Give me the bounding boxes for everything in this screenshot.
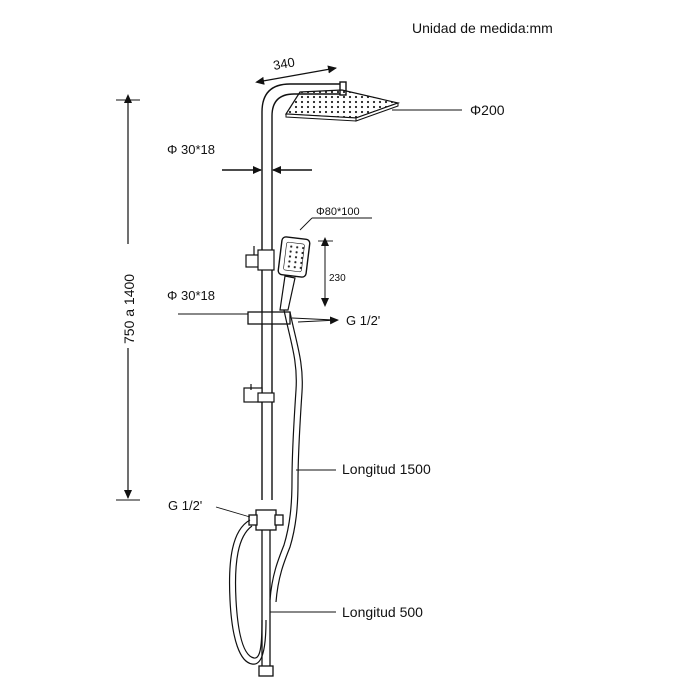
hand-shower-size-label: Φ80*100 (316, 206, 360, 218)
hand-shower-hose-outer (275, 311, 303, 603)
hand-shower-drop-dimension: 230 (318, 237, 346, 307)
hand-shower-drop-label: 230 (329, 273, 346, 284)
lower-slide-bracket (243, 384, 275, 403)
upper-pipe-diameter-label: Φ 30*18 (167, 142, 215, 157)
lower-pipe-diameter-label: Φ 30*18 (167, 288, 215, 303)
supply-hose-loop-outer (234, 525, 263, 659)
rain-head-diameter-callout: Φ200 (392, 102, 505, 118)
arm-length-dimension: 340 (255, 54, 337, 85)
rain-head-diameter-label: Φ200 (470, 102, 505, 118)
outlet-thread-callout: G 1/2' (291, 313, 380, 328)
arm-length-label: 340 (272, 54, 296, 73)
inlet-thread-callout: G 1/2' (168, 498, 251, 518)
inlet-mixer (248, 509, 284, 540)
riser-pipe (261, 81, 347, 500)
upper-pipe-diameter-dimension: Φ 30*18 (167, 142, 312, 174)
hose-short-label: Longitud 500 (342, 604, 423, 620)
unit-note: Unidad de medida:mm (412, 20, 553, 36)
lower-supply-pipe (258, 540, 274, 677)
outlet-thread-label: G 1/2' (346, 313, 380, 328)
hose-long-label: Longitud 1500 (342, 461, 431, 477)
rain-shower-head (284, 89, 401, 122)
hose-short-callout: Longitud 500 (270, 604, 423, 620)
hand-shower-size-callout: Φ80*100 (299, 206, 372, 231)
hose-long-callout: Longitud 1500 (296, 461, 431, 477)
supply-hose-loop (228, 519, 267, 665)
hand-shower-hose (269, 309, 297, 601)
height-range-label: 750 a 1400 (121, 274, 137, 344)
height-range-dimension: 750 a 1400 (116, 94, 140, 501)
hand-shower (277, 236, 311, 311)
inlet-thread-label: G 1/2' (168, 498, 202, 513)
diverter-holder (247, 311, 291, 325)
upper-slide-bracket (245, 246, 275, 271)
lower-pipe-diameter-callout: Φ 30*18 (167, 288, 248, 315)
